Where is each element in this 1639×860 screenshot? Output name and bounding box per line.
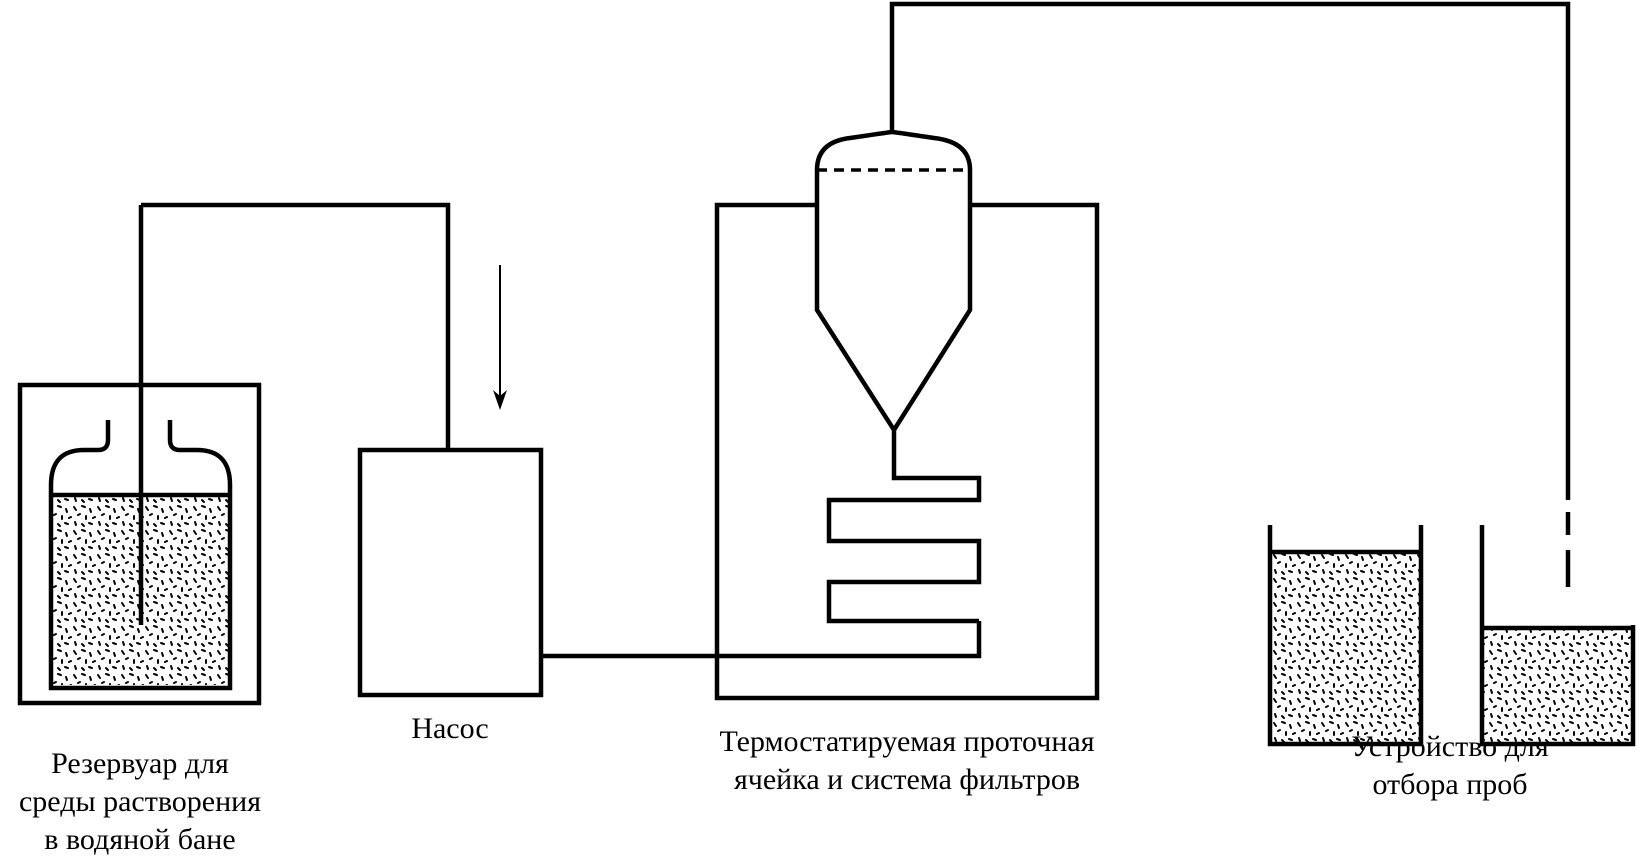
pump-box [357, 447, 544, 698]
flow-cell-label-line-1: Термостатируемая проточная [719, 725, 1095, 758]
sample-collector [1267, 525, 1636, 747]
flow-cell-body [814, 129, 973, 435]
reservoir-vessel [48, 420, 233, 691]
flow-direction-arrow [493, 265, 507, 410]
sampler-label: Устройство для отбора проб [1300, 728, 1600, 804]
tube-pump-to-cell [541, 621, 982, 659]
sample-vessel-1 [1267, 525, 1424, 747]
sampler-label-line-2: отбора проб [1372, 768, 1528, 801]
tube-cell-to-sampler [889, 1, 1571, 500]
reservoir-label-line-3: в водяной бане [44, 823, 236, 856]
serpentine-tube [826, 430, 982, 624]
sampler-label-line-1: Устройство для [1351, 730, 1549, 763]
reservoir-label-line-1: Резервуар для [51, 747, 229, 780]
flow-cell-label: Термостатируемая проточная ячейка и сист… [660, 723, 1154, 799]
reservoir-label: Резервуар для среды растворения в водяно… [0, 745, 285, 859]
flow-cell-assembly [714, 129, 1100, 701]
reservoir-assembly [17, 205, 262, 706]
sample-vessel-1-medium [1270, 552, 1421, 742]
pump-label: Насос [370, 710, 530, 748]
sample-vessel-2-medium [1482, 628, 1633, 742]
tube-reservoir-to-pump [141, 202, 451, 450]
sample-vessel-2 [1479, 525, 1636, 747]
flow-cell-label-line-2: ячейка и система фильтров [733, 763, 1081, 796]
reservoir-label-line-2: среды растворения [18, 785, 262, 818]
pump-label-line-1: Насос [411, 712, 489, 745]
